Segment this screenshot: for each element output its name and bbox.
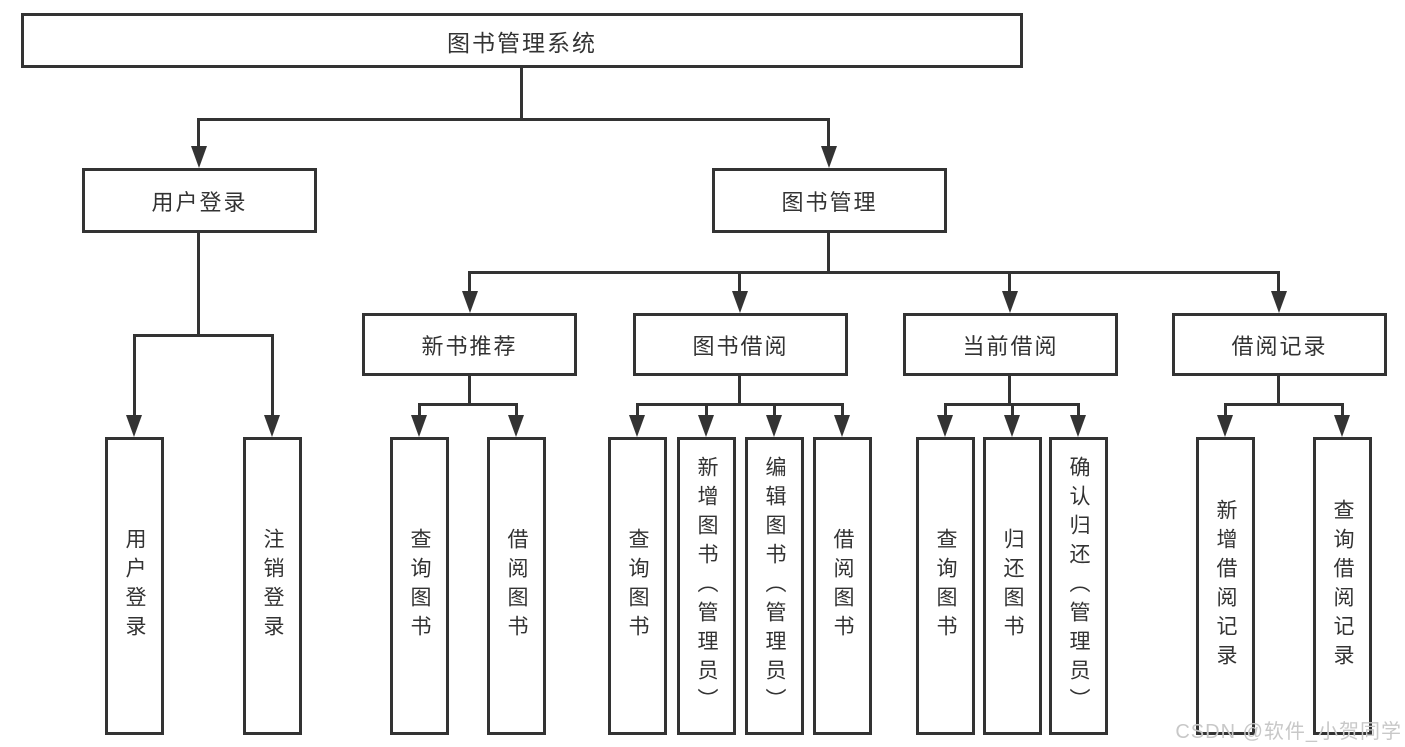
node-book-borrow: 图书借阅 — [633, 313, 848, 376]
arrow-down-icon — [1334, 415, 1350, 437]
arrow-down-icon — [937, 415, 953, 437]
connector-line — [1224, 403, 1227, 417]
leaf-edit-books-admin: 编辑图书（管理员） — [745, 437, 804, 735]
connector-line — [1011, 403, 1014, 417]
connector-line — [841, 403, 844, 417]
connector-line — [418, 403, 518, 406]
arrow-down-icon — [191, 146, 207, 168]
leaf-confirm-return-admin: 确认归还（管理员） — [1049, 437, 1108, 735]
leaf-borrow-books-recommend: 借阅图书 — [487, 437, 546, 735]
arrow-down-icon — [1070, 415, 1086, 437]
connector-line — [1008, 376, 1011, 406]
arrow-down-icon — [264, 415, 280, 437]
leaf-borrow-books: 借阅图书 — [813, 437, 872, 735]
node-new-book-recommend: 新书推荐 — [362, 313, 577, 376]
arrow-down-icon — [698, 415, 714, 437]
connector-line — [1341, 403, 1344, 417]
connector-line — [418, 403, 421, 417]
connector-line — [271, 334, 274, 417]
arrow-down-icon — [766, 415, 782, 437]
connector-line — [738, 376, 741, 406]
connector-line — [636, 403, 639, 417]
connector-line — [827, 118, 830, 152]
connector-line — [773, 403, 776, 417]
arrow-down-icon — [1002, 291, 1018, 313]
connector-line — [944, 403, 947, 417]
node-current-borrow: 当前借阅 — [903, 313, 1118, 376]
arrow-down-icon — [1004, 415, 1020, 437]
node-user-login: 用户登录 — [82, 168, 317, 233]
connector-line — [1277, 271, 1280, 295]
connector-line — [520, 68, 523, 121]
arrow-down-icon — [1217, 415, 1233, 437]
leaf-add-borrow-record: 新增借阅记录 — [1196, 437, 1255, 735]
arrow-down-icon — [1271, 291, 1287, 313]
arrow-down-icon — [126, 415, 142, 437]
connector-line — [1277, 376, 1280, 406]
leaf-query-books-recommend: 查询图书 — [390, 437, 449, 735]
connector-line — [705, 403, 708, 417]
leaf-query-books-borrow: 查询图书 — [608, 437, 667, 735]
connector-line — [1077, 403, 1080, 417]
connector-line — [827, 233, 830, 274]
connector-line — [1224, 403, 1344, 406]
leaf-query-books-current: 查询图书 — [916, 437, 975, 735]
connector-line — [197, 118, 200, 152]
leaf-add-books-admin: 新增图书（管理员） — [677, 437, 736, 735]
node-book-management: 图书管理 — [712, 168, 947, 233]
arrow-down-icon — [411, 415, 427, 437]
arrow-down-icon — [821, 146, 837, 168]
node-borrow-records: 借阅记录 — [1172, 313, 1387, 376]
arrow-down-icon — [462, 291, 478, 313]
connector-line — [197, 118, 830, 121]
connector-line — [636, 403, 844, 406]
leaf-return-books: 归还图书 — [983, 437, 1042, 735]
node-root: 图书管理系统 — [21, 13, 1023, 68]
leaf-query-borrow-record: 查询借阅记录 — [1313, 437, 1372, 735]
connector-line — [468, 271, 471, 295]
csdn-watermark: CSDN @软件_小贺同学 — [1175, 721, 1402, 743]
connector-line — [133, 334, 136, 417]
connector-line — [468, 376, 471, 406]
connector-line — [468, 271, 1280, 274]
arrow-down-icon — [732, 291, 748, 313]
connector-line — [1008, 271, 1011, 295]
leaf-user-login: 用户登录 — [105, 437, 164, 735]
leaf-logout: 注销登录 — [243, 437, 302, 735]
arrow-down-icon — [834, 415, 850, 437]
arrow-down-icon — [629, 415, 645, 437]
connector-line — [515, 403, 518, 417]
arrow-down-icon — [508, 415, 524, 437]
connector-line — [738, 271, 741, 295]
connector-line — [133, 334, 274, 337]
connector-line — [197, 233, 200, 337]
